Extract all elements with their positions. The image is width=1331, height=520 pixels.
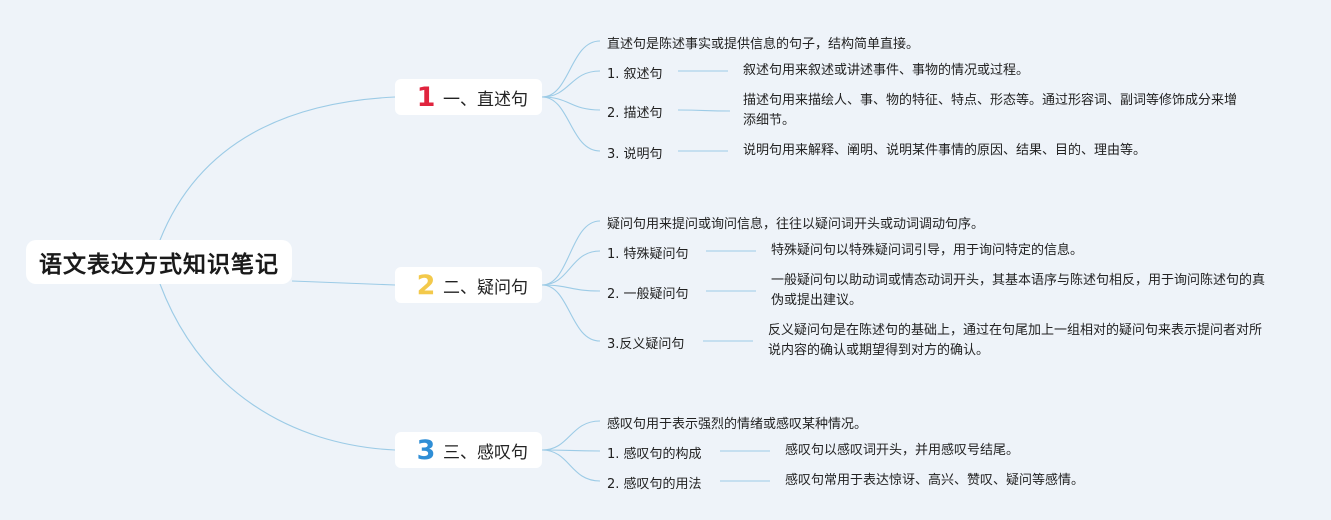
connector-root-branch-3 — [159, 283, 396, 451]
connector-b1-intro — [541, 40, 601, 98]
branch-title-1: 一、直述句 — [443, 89, 528, 110]
connector-root-branch-2 — [291, 280, 396, 286]
branch-2-item-1-label[interactable]: 1. 特殊疑问句 — [607, 247, 689, 262]
root-title: 语文表达方式知识笔记 — [39, 252, 279, 278]
branch-node-1[interactable]: 1 一、直述句 — [395, 79, 542, 115]
branch-2-item-1-desc[interactable]: 特殊疑问句以特殊疑问词引导，用于询问特定的信息。 — [771, 243, 1084, 258]
connector-b1-item2 — [541, 96, 601, 111]
root-node[interactable]: 语文表达方式知识笔记 — [26, 240, 292, 284]
branch-1-item-2-label[interactable]: 2. 描述句 — [607, 106, 663, 121]
branch-1-item-3-desc[interactable]: 说明句用来解释、阐明、说明某件事情的原因、结果、目的、理由等。 — [743, 143, 1147, 158]
branch-3-item-1-label[interactable]: 1. 感叹句的构成 — [607, 447, 702, 462]
branch-3-item-2-desc[interactable]: 感叹句常用于表达惊讶、高兴、赞叹、疑问等感情。 — [785, 473, 1085, 488]
connector-b2-intro — [541, 220, 601, 286]
branch-2-item-3-label[interactable]: 3.反义疑问句 — [607, 337, 685, 352]
branch-3-item-1-desc[interactable]: 感叹句以感叹词开头，并用感叹号结尾。 — [785, 443, 1020, 458]
branch-node-3[interactable]: 3 三、感叹句 — [395, 432, 542, 468]
connector-b2-item1 — [541, 250, 601, 286]
connector-b2-item2 — [541, 284, 601, 292]
branch-node-2[interactable]: 2 二、疑问句 — [395, 267, 542, 303]
connector-b2-item3 — [541, 284, 601, 342]
branch-1-intro[interactable]: 直述句是陈述事实或提供信息的句子，结构简单直接。 — [607, 37, 920, 52]
branch-title-3: 三、感叹句 — [443, 442, 528, 463]
branch-2-item-2-label[interactable]: 2. 一般疑问句 — [607, 287, 689, 302]
number-badge-2: 2 — [416, 269, 436, 301]
connector-b1-item2-desc — [677, 109, 731, 112]
connector-root-branch-1 — [159, 96, 396, 241]
branch-2-item-3-desc[interactable]: 反义疑问句是在陈述句的基础上，通过在句尾加上一组相对的疑问句来表示提问者对所说内… — [768, 323, 1263, 358]
branch-1-item-1-label[interactable]: 1. 叙述句 — [607, 67, 663, 82]
connector-b1-item1 — [541, 70, 601, 98]
branch-1-item-1-desc[interactable]: 叙述句用来叙述或讲述事件、事物的情况或过程。 — [743, 63, 1030, 78]
branch-1-item-2-desc[interactable]: 描述句用来描绘人、事、物的特征、特点、形态等。通过形容词、副词等修饰成分来增添细… — [743, 93, 1238, 128]
branch-3-item-2-label[interactable]: 2. 感叹句的用法 — [607, 477, 702, 492]
branch-3-intro[interactable]: 感叹句用于表示强烈的情绪或感叹某种情况。 — [607, 417, 868, 432]
branch-2-intro[interactable]: 疑问句用来提问或询问信息，往往以疑问词开头或动词调动句序。 — [607, 217, 985, 232]
branch-1-item-3-label[interactable]: 3. 说明句 — [607, 147, 663, 162]
connector-b3-item2 — [541, 449, 601, 482]
number-badge-3: 3 — [416, 434, 436, 466]
connector-b3-intro — [541, 420, 601, 451]
number-badge-1: 1 — [416, 81, 436, 113]
connector-b1-item3 — [541, 96, 601, 152]
branch-2-item-2-desc[interactable]: 一般疑问句以助动词或情态动词开头，其基本语序与陈述句相反，用于询问陈述句的真伪或… — [771, 273, 1266, 308]
branch-title-2: 二、疑问句 — [443, 277, 528, 298]
